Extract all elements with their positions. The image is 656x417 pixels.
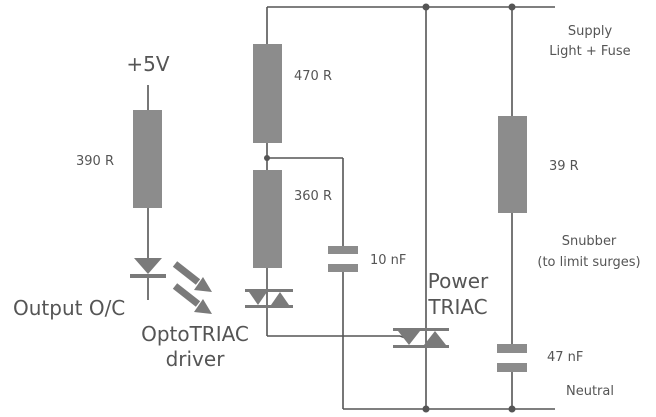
- label-47nf: 47 nF: [547, 350, 583, 365]
- led-diode-icon: [130, 258, 166, 278]
- junctions: [264, 3, 516, 413]
- capacitor-47nf: [497, 344, 527, 372]
- label-neutral: Neutral: [566, 384, 614, 399]
- label-10nf: 10 nF: [370, 253, 406, 268]
- label-output-oc: Output O/C: [13, 296, 125, 320]
- label-supply-sub: Light + Fuse: [549, 44, 630, 59]
- label-39r: 39 R: [549, 159, 579, 174]
- junction-dot: [422, 3, 430, 11]
- wires: [147, 6, 555, 410]
- resistor-470r: [253, 44, 282, 143]
- junction-dot: [422, 405, 430, 413]
- label-driver: driver: [166, 347, 226, 371]
- capacitor-10nf: [328, 246, 358, 272]
- label-390r: 390 R: [76, 154, 114, 169]
- label-snubber-sub: (to limit surges): [537, 255, 640, 270]
- resistor-360r: [253, 170, 282, 268]
- opto-triac-icon: [245, 289, 293, 308]
- resistor-390r: [133, 110, 162, 208]
- label-power: Power: [428, 269, 489, 293]
- label-optotriac: OptoTRIAC: [141, 322, 249, 346]
- junction-dot: [508, 3, 516, 11]
- label-supply: Supply: [568, 24, 613, 39]
- light-arrows-icon: [172, 261, 212, 314]
- label-triac: TRIAC: [427, 295, 487, 319]
- junction-dot: [264, 155, 270, 161]
- label-plus5v: +5V: [126, 52, 169, 76]
- label-360r: 360 R: [294, 189, 332, 204]
- label-snubber: Snubber: [562, 234, 617, 249]
- power-triac-icon: [393, 328, 449, 348]
- label-470r: 470 R: [294, 69, 332, 84]
- junction-dot: [508, 405, 516, 413]
- resistor-39r: [498, 116, 527, 213]
